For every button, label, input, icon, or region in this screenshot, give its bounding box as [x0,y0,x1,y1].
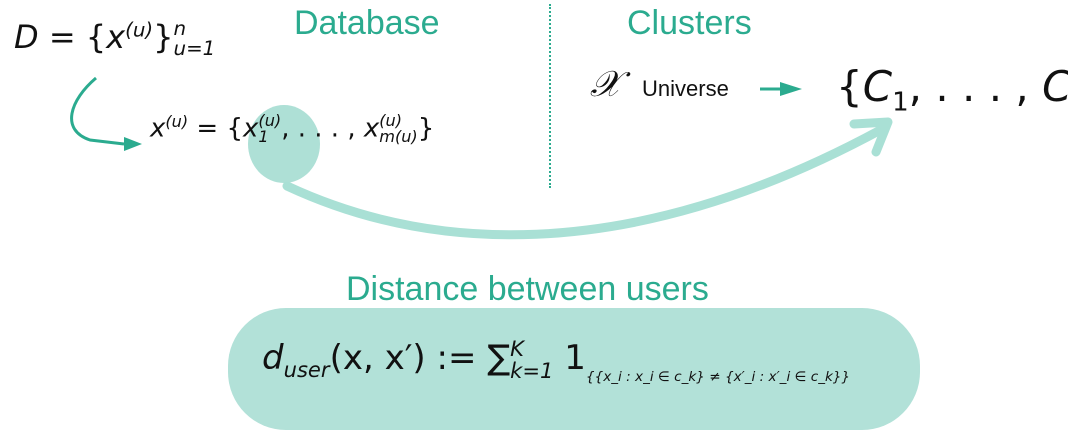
clusters-sep: , . . . , [908,62,1043,111]
database-title: Database [294,4,440,42]
universe-label: Universe [642,76,729,101]
indicator-one: 1 [553,338,586,378]
universe-symbol: 𝒳 [590,64,621,105]
sum-symbol: ∑ [487,338,511,378]
user-first-sub: 1 [258,127,269,147]
database-eq-open: = { [38,18,107,56]
sum-sup: K [510,336,524,362]
clusters-open: { [836,62,863,111]
user-var-sup: (u) [165,112,189,131]
distance-d-sub: user [283,356,330,382]
database-sub: u=1 [173,37,216,60]
mapping-arrow-icon [282,117,893,240]
database-var: x [106,18,126,56]
user-eq-open: = { [188,113,244,144]
database-var-sup: (u) [125,18,154,42]
database-sup: n [173,17,187,41]
distance-formula-box [228,308,920,430]
user-equation: x(u) = {x(u)1, . . . , x(u)m(u)} [150,112,434,145]
user-sep: , . . . , [281,113,364,144]
distance-args: (x, x′) := [329,338,488,378]
user-last-sub: m(u) [379,127,418,147]
user-last-indices: (u)m(u) [379,111,418,147]
user-first-var: x [243,113,259,144]
cluster-first-sub: 1 [892,87,909,118]
curved-arrow-icon [70,76,142,151]
sum-sub: k=1 [510,357,554,383]
universe-arrow-icon [760,82,802,96]
element-highlight [248,105,320,183]
user-last-var: x [363,113,380,144]
user-first-sup: (u) [258,111,282,131]
cluster-first-var: C [862,62,893,111]
user-eq-close: } [417,113,435,144]
distance-title: Distance between users [346,270,709,308]
section-divider [549,4,551,188]
distance-d: d [262,338,284,378]
cluster-last-var: C [1042,62,1068,111]
indicator-condition: {{x_i : x_i ∈ c_k} ≠ {x′_i : x′_i ∈ c_k}… [585,369,851,386]
user-last-sup: (u) [379,111,403,131]
user-first-indices: (u)1 [258,111,282,147]
database-symbol: D [14,18,39,56]
user-var: x [150,113,166,144]
database-eq-close: } [153,18,174,56]
clusters-set: {C1, . . . , Ck} [836,62,1068,117]
clusters-title: Clusters [627,4,752,42]
